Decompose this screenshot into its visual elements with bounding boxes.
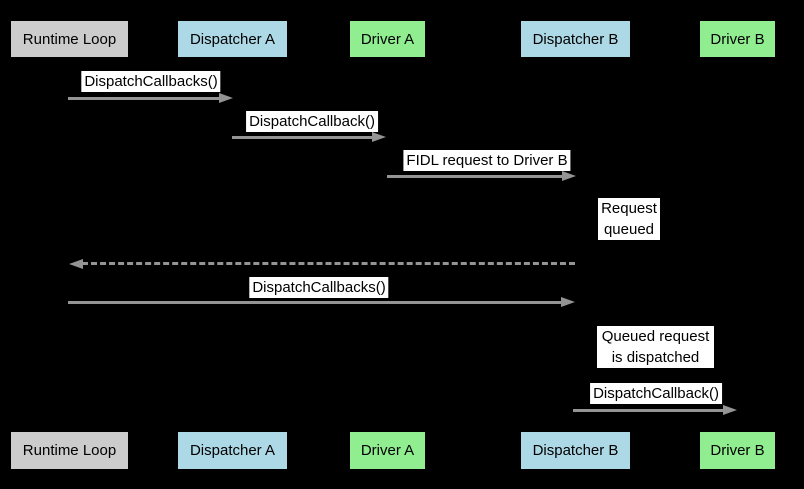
dashed-arrow-line [82,262,575,265]
actor-dispatcher-b-top: Dispatcher B [521,21,630,57]
actor-dispatcher-a-bottom: Dispatcher A [178,432,287,469]
actor-dispatcher-b-bottom: Dispatcher B [521,432,630,469]
arrow-line [68,97,220,100]
arrowhead-right-icon [562,171,576,181]
arrowhead-right-icon [561,297,575,307]
actor-driver-b-bottom: Driver B [700,432,775,469]
message-label: FIDL request to Driver B [403,150,571,171]
arrow-line [573,409,725,412]
actor-dispatcher-a-top: Dispatcher A [178,21,287,57]
arrowhead-left-icon [69,259,83,269]
note-queued-request-dispatched: Queued request is dispatched [597,326,714,368]
actor-runtime-loop-top: Runtime Loop [11,21,128,57]
actor-driver-a-top: Driver A [350,21,425,57]
message-label: DispatchCallback() [590,383,722,404]
actor-runtime-loop-bottom: Runtime Loop [11,432,128,469]
arrowhead-right-icon [372,132,386,142]
arrowhead-right-icon [219,93,233,103]
actor-driver-a-bottom: Driver A [350,432,425,469]
arrow-line [387,175,564,178]
actor-driver-b-top: Driver B [700,21,775,57]
message-label: DispatchCallbacks() [81,71,221,92]
message-label: DispatchCallback() [246,111,378,132]
arrow-line [68,301,563,304]
note-request-queued: Request queued [598,198,660,240]
arrow-line [232,136,374,139]
arrowhead-right-icon [723,405,737,415]
message-label: DispatchCallbacks() [249,277,389,298]
